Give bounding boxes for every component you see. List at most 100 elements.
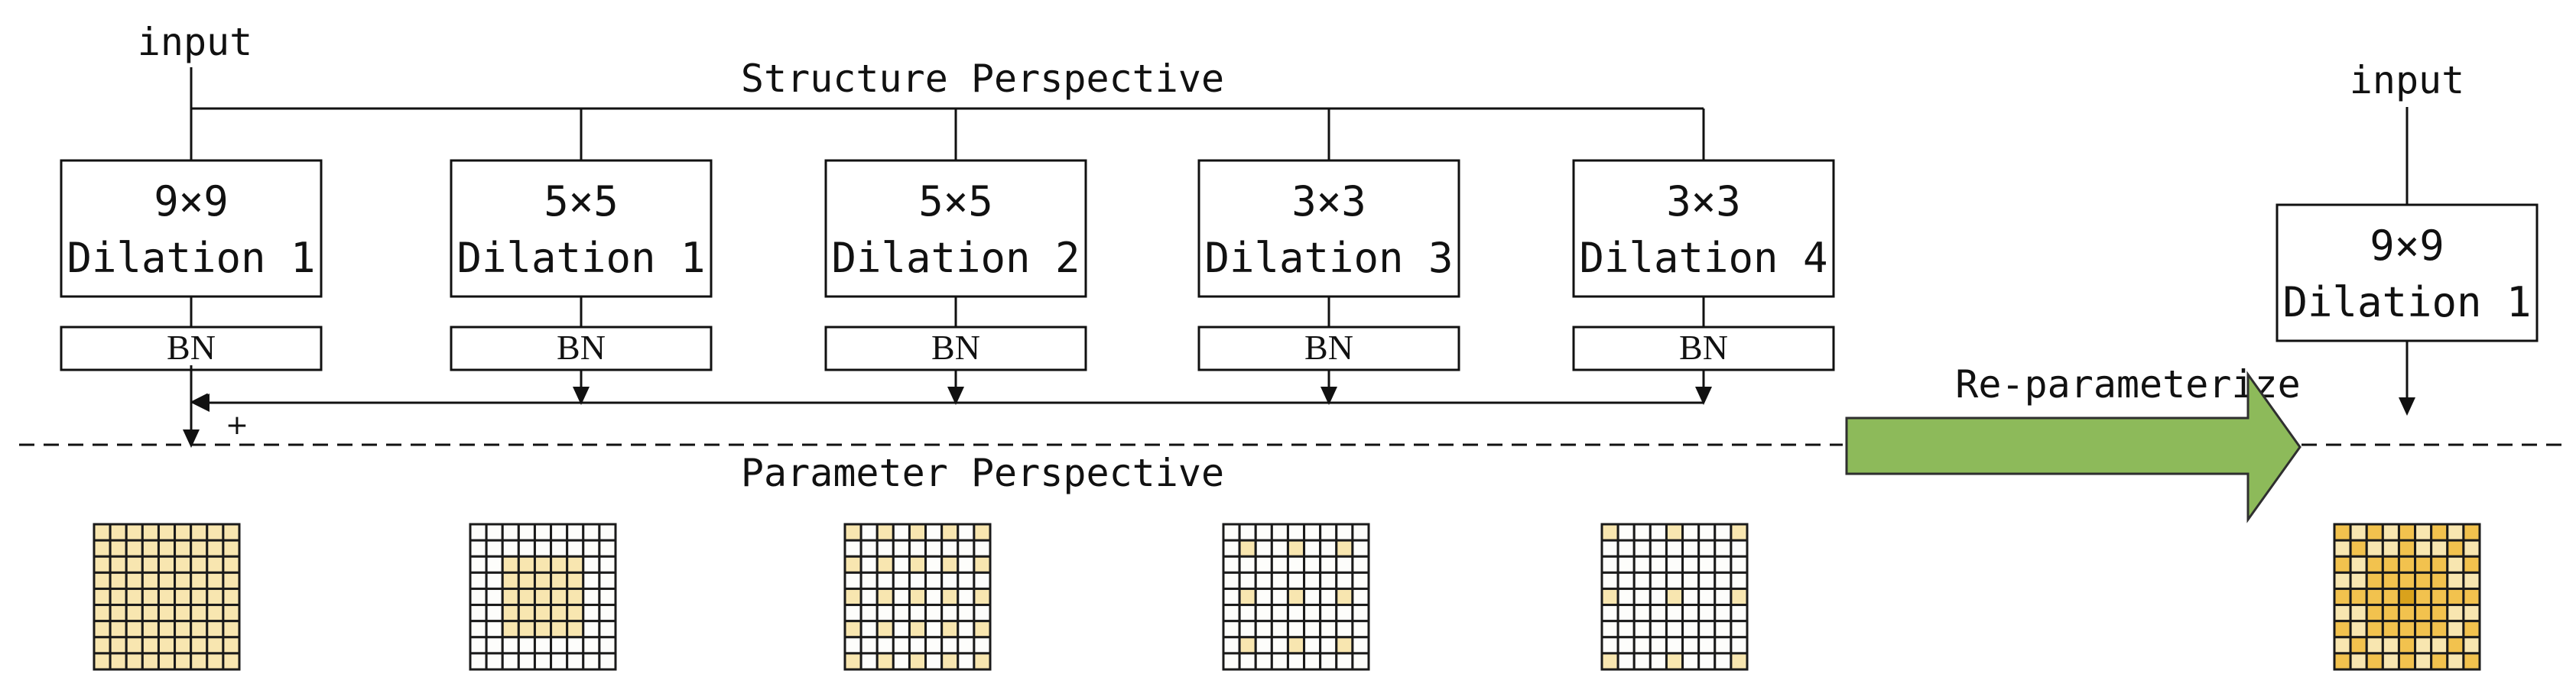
kernel-cell [582,523,601,542]
kernel-cell [1254,523,1273,542]
kernel-cell [908,604,927,623]
bn-label: BN [931,328,980,367]
kernel-cell [2349,636,2368,655]
kernel-cell [843,571,862,590]
kernel-cell [566,620,585,639]
kernel-cell [1616,604,1636,623]
kernel-cell [109,652,128,671]
kernel-cell [940,652,960,671]
kernel-cell [1616,620,1636,639]
kernel-cell [125,571,144,590]
kernel-cell [190,539,209,558]
kernel-cell [517,636,536,655]
kernel-cell [1351,587,1370,607]
kernel-size-label: 5×5 [544,177,619,225]
kernel-cell [1335,652,1354,671]
kernel-cell [1714,620,1733,639]
kernel-cell [550,587,569,607]
kernel-cell [843,587,862,607]
kernel-cell [174,604,193,623]
kernel-cell [1632,587,1652,607]
branch-drop-lines [580,109,1705,160]
kernel-cell [908,652,927,671]
kernel-cell [1697,604,1717,623]
kernel-cell [892,652,911,671]
kernel-cell [2430,571,2449,590]
kernel-cell [2365,523,2384,542]
parameter-perspective-label: Parameter Perspective [741,451,1224,495]
dilation-label: Dilation 4 [1579,234,1827,282]
kernel-cell [1351,555,1370,574]
kernel-cell [2333,539,2352,558]
input-label-right: input [2350,58,2465,102]
kernel-cell [2381,652,2400,671]
kernel-cell [2397,539,2417,558]
kernel-cell [1319,539,1338,558]
kernel-cell [2430,539,2449,558]
kernel-cell [843,539,862,558]
kernel-cell [1730,539,1749,558]
kernel-cell [1632,555,1652,574]
kernel-cell [190,523,209,542]
kernel-cell [1632,539,1652,558]
bn-label: BN [167,328,216,367]
kernel-cell [141,555,160,574]
kernel-cell [174,523,193,542]
kernel-cell [1319,523,1338,542]
kernel-cell [93,587,112,607]
kernel-cell [1335,604,1354,623]
kernel-cell [157,523,177,542]
kernel-cell [206,539,225,558]
kernel-cell [973,620,992,639]
kernel-cell [157,571,177,590]
kernel-cell [2462,555,2481,574]
kernel-cell [109,636,128,655]
bus-arrow [947,387,964,405]
kernel-cell [2446,571,2465,590]
kernel-cell [2446,539,2465,558]
kernel-cell [924,539,944,558]
kernel-cell [2397,571,2417,590]
kernel-cell [1681,604,1701,623]
kernel-cell [157,620,177,639]
merged-dilation: Dilation 1 [2282,278,2531,326]
kernel-cell [973,604,992,623]
kernel-cell [1649,636,1668,655]
kernel-cell [1270,555,1289,574]
kernel-cell [1714,539,1733,558]
kernel-cell [2381,539,2400,558]
merged-output-arrow [2399,397,2415,416]
kernel-cell [1303,620,1322,639]
kernel-cell [2365,587,2384,607]
kernel-cell [517,652,536,671]
kernel-cell [2349,523,2368,542]
kernel-cell [2397,523,2417,542]
kernel-cell [582,555,601,574]
kernel-cell [1681,571,1701,590]
kernel-cell [174,571,193,590]
kernel-cell [2333,604,2352,623]
kernel-cell [2349,539,2368,558]
kernel-cell [1270,620,1289,639]
kernel-cell [908,571,927,590]
kernel-cell [501,555,520,574]
kernel-cell [924,652,944,671]
kernel-cell [1714,571,1733,590]
kernel-cell [924,620,944,639]
kernel-cell [533,555,553,574]
kernel-cell [1665,604,1684,623]
kernel-cell [1222,571,1241,590]
kernel-cell [517,604,536,623]
kernel-cell [1697,571,1717,590]
kernel-cell [93,636,112,655]
kernel-cell [1649,571,1668,590]
kernel-cell [1303,636,1322,655]
kernel-cell [859,539,879,558]
kernel-cell [957,636,976,655]
kernel-cell [1600,620,1619,639]
kernel-cell [141,571,160,590]
kernel-cell [940,620,960,639]
